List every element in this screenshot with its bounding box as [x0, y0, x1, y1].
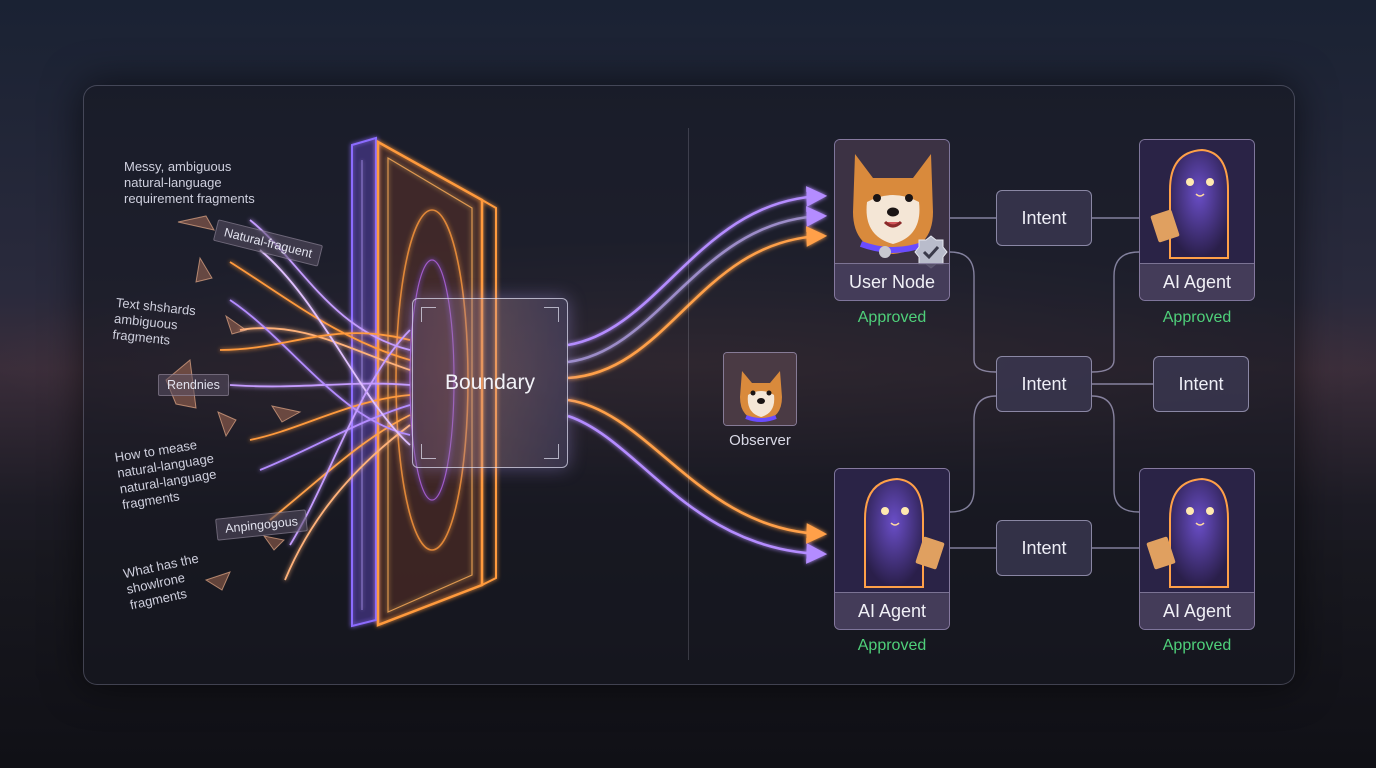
ghost-agent-icon — [1140, 469, 1254, 595]
portal-gate — [351, 136, 497, 628]
user-node-status: Approved — [857, 309, 927, 326]
boundary-label: Boundary — [445, 371, 535, 394]
ai-agent-label-bottom-left: AI Agent — [835, 592, 949, 629]
intent-connectors — [949, 217, 1153, 549]
ai-agent-card-bottom-left: AI Agent — [834, 468, 950, 630]
boundary-corner-tl — [421, 307, 436, 322]
ai-agent-card-top-right: AI Agent — [1139, 139, 1255, 301]
section-divider — [688, 128, 689, 660]
intent-box-center: Intent — [996, 356, 1092, 412]
boundary-corner-br — [544, 444, 559, 459]
user-node-card: User Node — [834, 139, 950, 301]
shiba-dog-icon — [724, 353, 796, 425]
intent-box-top: Intent — [996, 190, 1092, 246]
ai-agent-status-bottom-right: Approved — [1162, 637, 1232, 654]
boundary-corner-tr — [544, 307, 559, 322]
ai-agent-status-bottom-left: Approved — [857, 637, 927, 654]
boundary-corner-bl — [421, 444, 436, 459]
fragment-tag-2: Rendnies — [158, 374, 229, 396]
intent-box-right: Intent — [1153, 356, 1249, 412]
user-node-label: User Node — [835, 263, 949, 300]
ai-agent-label-bottom-right: AI Agent — [1140, 592, 1254, 629]
ai-agent-label-top-right: AI Agent — [1140, 263, 1254, 300]
intent-box-bottom: Intent — [996, 520, 1092, 576]
boundary-box: Boundary — [412, 298, 568, 468]
ai-agent-card-bottom-right: AI Agent — [1139, 468, 1255, 630]
ghost-agent-icon — [835, 469, 949, 595]
observer-label: Observer — [729, 432, 791, 449]
ai-agent-status-top-right: Approved — [1162, 309, 1232, 326]
diagram-panel — [83, 85, 1295, 685]
ghost-agent-icon — [1140, 140, 1254, 266]
outgoing-wires — [567, 186, 828, 564]
observer-card — [723, 352, 797, 426]
